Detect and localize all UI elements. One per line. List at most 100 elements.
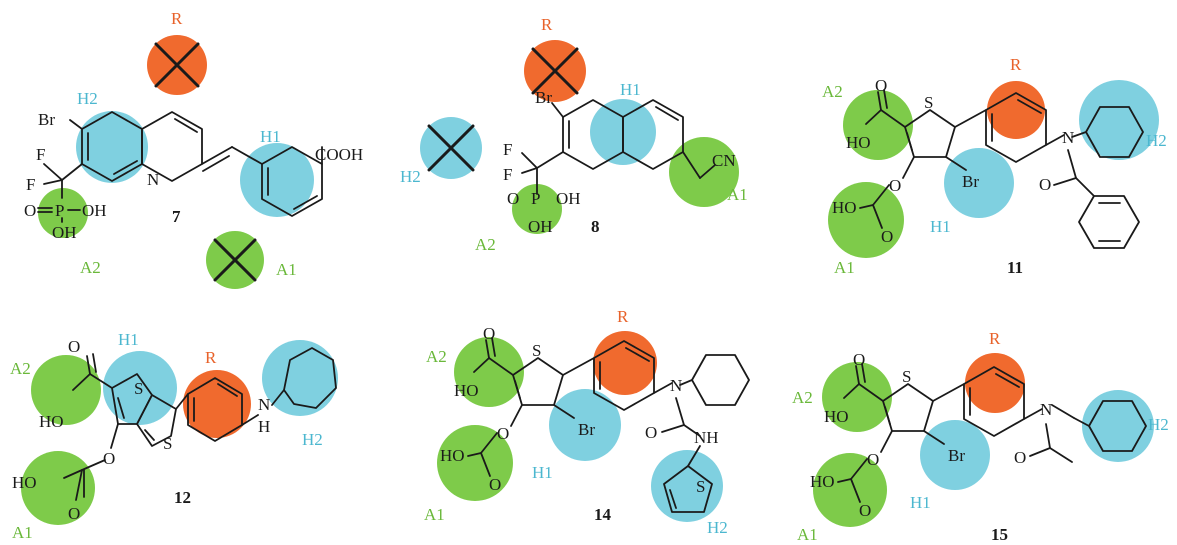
- compound-8-atom-p: P: [531, 189, 540, 208]
- compound-7-H2-sphere: [76, 111, 148, 183]
- compound-7-atom-oh1: OH: [82, 201, 107, 220]
- compound-12-atom-s1: S: [134, 379, 143, 398]
- compound-12-atom-o1: O: [68, 337, 80, 356]
- compound-12-number: 12: [174, 488, 191, 507]
- compound-11-R-sphere: [987, 81, 1045, 139]
- compound-15-R-label: R: [989, 329, 1001, 348]
- compound-12-A2-sphere: [31, 355, 101, 425]
- compound-14-atom-ho1: HO: [454, 381, 479, 400]
- compound-14-atom-o1: O: [483, 324, 495, 343]
- compound-11-R-label: R: [1010, 55, 1022, 74]
- compound-11-atom-ho1: HO: [846, 133, 871, 152]
- compound-7-number: 7: [172, 207, 181, 226]
- compound-8-atom-oh1: OH: [556, 189, 581, 208]
- compound-14-H1-label: H1: [532, 463, 553, 482]
- compound-7-R-label: R: [171, 9, 183, 28]
- compound-7-skeleton: [37, 111, 323, 223]
- compound-15-A1-sphere: [813, 453, 887, 527]
- compound-12-atom-n: N: [258, 395, 270, 414]
- compound-14-R-sphere: [593, 331, 657, 395]
- compound-7-atom-p: P: [55, 201, 64, 220]
- compound-15: A2 R H1 A1 H2: [792, 329, 1169, 544]
- compound-15-atom-s: S: [902, 367, 911, 386]
- compound-11-H2-label: H2: [1146, 131, 1167, 150]
- compound-12-H1-sphere: [103, 351, 177, 425]
- compound-8-atom-f2: F: [503, 165, 512, 184]
- compound-8-skeleton: [521, 99, 716, 195]
- compound-7-A1-absent-marker: [206, 231, 264, 289]
- compound-14-H1-sphere: [549, 389, 621, 461]
- compound-12-H1-label: H1: [118, 330, 139, 349]
- compound-12-atom-o3: O: [68, 504, 80, 523]
- compound-7-atom-br: Br: [38, 110, 55, 129]
- compound-7-atom-f1: F: [36, 145, 45, 164]
- compound-14-atom-nh: NH: [694, 428, 719, 447]
- compound-11-atom-o4: O: [1039, 175, 1051, 194]
- compound-11: A2 R H2 H1 A1: [822, 55, 1167, 277]
- compound-14-H2-label: H2: [707, 518, 728, 537]
- compound-15-atom-n: N: [1040, 400, 1052, 419]
- compound-14-A2-label: A2: [426, 347, 447, 366]
- compound-12-A1-label: A1: [12, 523, 33, 542]
- compound-8-H2-absent-marker: [420, 117, 482, 179]
- compound-8-number: 8: [591, 217, 600, 236]
- compound-15-A2-label: A2: [792, 388, 813, 407]
- compound-11-H1-sphere: [944, 148, 1014, 218]
- compound-14-atom-o3: O: [489, 475, 501, 494]
- compound-14-A2-sphere: [454, 337, 524, 407]
- compound-8-A2-label: A2: [475, 235, 496, 254]
- compound-8-atom-o: O: [507, 189, 519, 208]
- compound-8-A1-label: A1: [727, 185, 748, 204]
- compound-15-atom-o1: O: [853, 350, 865, 369]
- compound-14-A1-sphere: [437, 425, 513, 501]
- compound-15-A2-sphere: [822, 362, 892, 432]
- compound-7-atom-oh2: OH: [52, 223, 77, 242]
- compound-14-A1-label: A1: [424, 505, 445, 524]
- compound-7-H2-label: H2: [77, 89, 98, 108]
- compound-11-H1-label: H1: [930, 217, 951, 236]
- compound-11-atom-o2: O: [889, 176, 901, 195]
- compound-7-atom-cooh: COOH: [315, 145, 363, 164]
- compound-7-atom-f2: F: [26, 175, 35, 194]
- compound-8-A1-sphere: [669, 137, 739, 207]
- compound-8-atom-cn: CN: [712, 151, 736, 170]
- compound-12-A1-sphere: [21, 451, 95, 525]
- compound-11-A2-sphere: [843, 90, 913, 160]
- compound-12-R-label: R: [205, 348, 217, 367]
- compound-12-atom-ho1: HO: [39, 412, 64, 431]
- compound-15-H2-label: H2: [1148, 415, 1169, 434]
- compound-12-atom-h: H: [258, 417, 270, 436]
- compound-15-atom-o3: O: [859, 501, 871, 520]
- compound-11-A1-sphere: [828, 182, 904, 258]
- compound-11-A2-label: A2: [822, 82, 843, 101]
- compound-7-A1-label: A1: [276, 260, 297, 279]
- compound-8-atom-f1: F: [503, 140, 512, 159]
- compound-11-atom-s: S: [924, 93, 933, 112]
- compound-12-H2-label: H2: [302, 430, 323, 449]
- compound-7-H1-label: H1: [260, 127, 281, 146]
- compound-14-atom-o2: O: [497, 424, 509, 443]
- compound-8: R H2 H1 A1 A2 Br F F O P: [400, 15, 748, 254]
- compound-15-skeleton: [837, 363, 1147, 503]
- compound-7: R H2 H1 A2 A1: [24, 9, 363, 289]
- compound-7-A2-label: A2: [80, 258, 101, 277]
- compound-15-atom-ho2: HO: [810, 472, 835, 491]
- compound-8-H1-label: H1: [620, 80, 641, 99]
- compound-11-A1-label: A1: [834, 258, 855, 277]
- compound-12: A2 H1 R H2 A1: [10, 330, 338, 542]
- compound-11-number: 11: [1007, 258, 1023, 277]
- compound-14-atom-n: N: [670, 376, 682, 395]
- compound-12-skeleton: [63, 347, 337, 501]
- compound-8-atom-br: Br: [535, 88, 552, 107]
- compound-8-H2-label: H2: [400, 167, 421, 186]
- compound-14-atom-o4: O: [645, 423, 657, 442]
- compound-14-atom-ho2: HO: [440, 446, 465, 465]
- compound-8-R-absent-marker: [524, 40, 586, 102]
- compound-11-atom-ho2: HO: [832, 198, 857, 217]
- compound-15-atom-ho1: HO: [824, 407, 849, 426]
- compound-7-R-absent-marker: [147, 35, 207, 95]
- compound-8-atom-oh2: OH: [528, 217, 553, 236]
- compound-12-atom-o2: O: [103, 449, 115, 468]
- compound-14-atom-br: Br: [578, 420, 595, 439]
- compound-8-R-label: R: [541, 15, 553, 34]
